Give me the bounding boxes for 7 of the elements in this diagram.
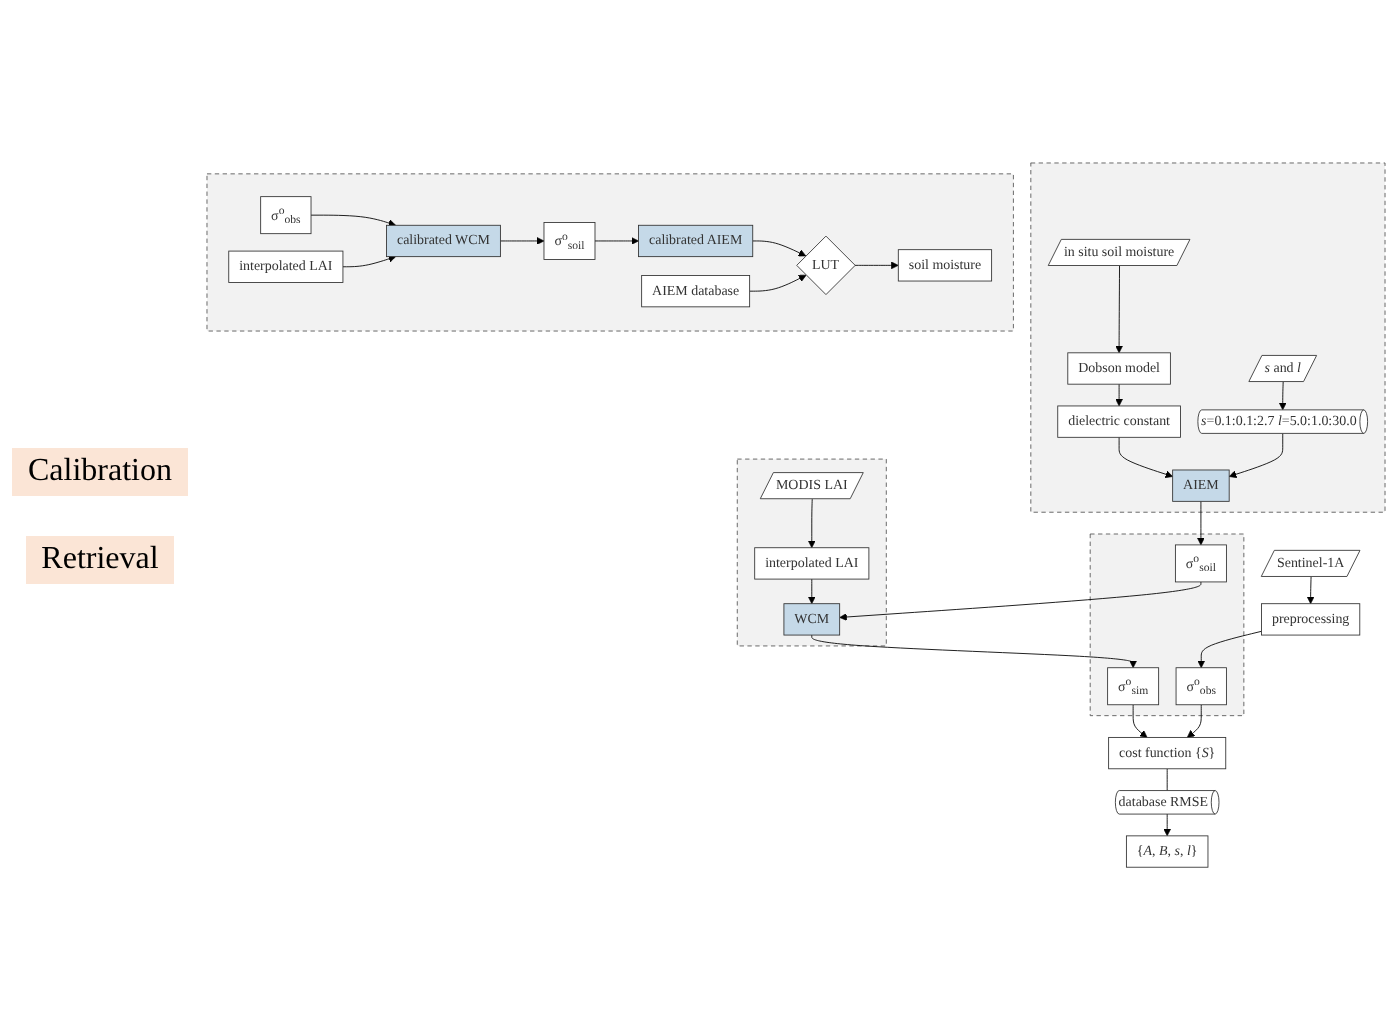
section-label: Retrieval (25, 535, 175, 583)
cluster (1089, 533, 1245, 716)
section-label: Calibration (12, 447, 188, 495)
cluster (1030, 162, 1386, 513)
cluster (206, 173, 1014, 332)
connector (1166, 768, 1168, 791)
cluster (736, 458, 887, 647)
